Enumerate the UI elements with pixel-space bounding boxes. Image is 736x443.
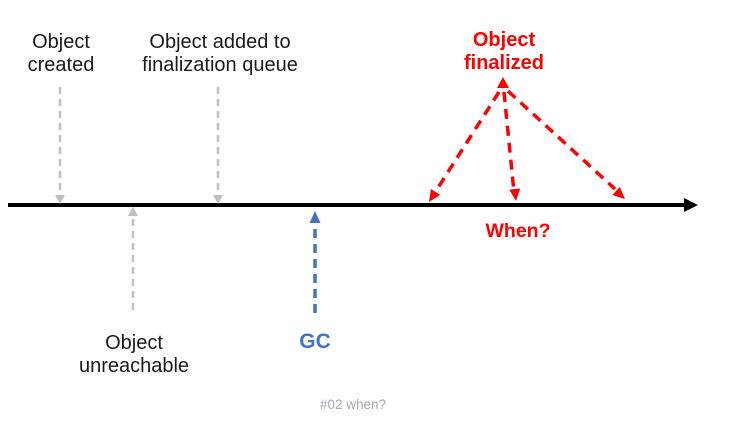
- finalized-middle-arrow-line: [502, 91, 516, 193]
- object-unreachable-arrow: [128, 207, 138, 310]
- finalized-right-arrowhead-icon: [612, 186, 625, 199]
- finalized-apex-arrowhead-icon: [497, 77, 509, 88]
- finalization-queue-arrowhead-icon: [213, 195, 223, 204]
- finalized-right-arrow-line: [506, 89, 617, 191]
- object-created-arrowhead-icon: [55, 195, 65, 204]
- timeline: [8, 198, 698, 212]
- finalization-queue-label: Object added to finalization queue: [142, 31, 298, 77]
- object-created-arrow: [55, 87, 65, 204]
- gc-label: GC: [299, 330, 331, 353]
- object-finalized-fan: [429, 77, 625, 202]
- gc-arrowhead-icon: [309, 211, 321, 223]
- object-unreachable-label: Object unreachable: [78, 332, 190, 378]
- when-label: When?: [485, 220, 551, 242]
- object-finalized-label: Object finalized: [463, 29, 544, 75]
- object-created-label: Object created: [27, 31, 95, 77]
- finalized-left-arrow-line: [432, 91, 501, 195]
- object-unreachable-arrowhead-icon: [128, 207, 138, 216]
- slide-footer-note: #02 when?: [319, 397, 387, 412]
- finalization-queue-arrow: [213, 87, 223, 204]
- finalized-left-arrowhead-icon: [429, 188, 441, 202]
- gc-arrow: [309, 211, 321, 313]
- timeline-arrowhead-icon: [684, 198, 698, 212]
- finalized-middle-arrowhead-icon: [509, 188, 521, 201]
